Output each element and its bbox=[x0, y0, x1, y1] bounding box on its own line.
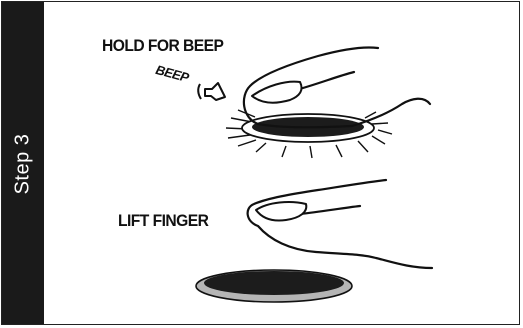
lift-fingernail bbox=[256, 202, 306, 221]
lift-button bbox=[204, 271, 344, 295]
speaker-icon bbox=[198, 83, 225, 100]
lifting-finger bbox=[248, 180, 432, 268]
press-fingernail bbox=[252, 82, 302, 103]
finger-lift-illustration bbox=[196, 180, 432, 302]
finger-press-illustration bbox=[226, 47, 430, 158]
